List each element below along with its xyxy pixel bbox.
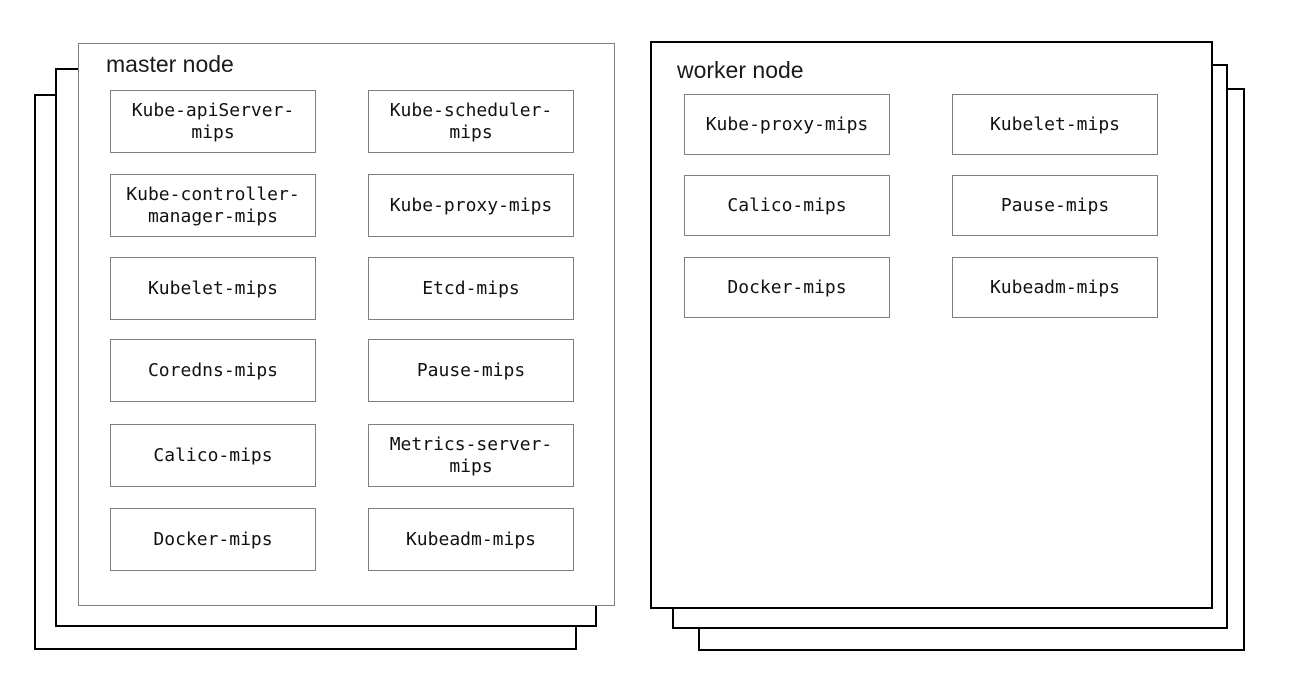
component-kube-proxy-mips: Kube-proxy-mips bbox=[368, 174, 574, 237]
component-calico-mips: Calico-mips bbox=[110, 424, 316, 487]
component-kube-controller-manager-mips: Kube-controller- manager-mips bbox=[110, 174, 316, 237]
component-kube-apiserver-mips: Kube-apiServer- mips bbox=[110, 90, 316, 153]
component-pause-mips: Pause-mips bbox=[952, 175, 1158, 236]
component-kubelet-mips: Kubelet-mips bbox=[110, 257, 316, 320]
component-kubelet-mips: Kubelet-mips bbox=[952, 94, 1158, 155]
worker-node-title: worker node bbox=[677, 57, 804, 83]
master-node-title: master node bbox=[106, 51, 234, 77]
master-node-panel: master node Kube-apiServer- mips Kube-sc… bbox=[78, 43, 615, 606]
worker-node-panel: worker node Kube-proxy-mips Kubelet-mips… bbox=[650, 41, 1213, 609]
component-calico-mips: Calico-mips bbox=[684, 175, 890, 236]
component-docker-mips: Docker-mips bbox=[684, 257, 890, 318]
component-kube-proxy-mips: Kube-proxy-mips bbox=[684, 94, 890, 155]
component-etcd-mips: Etcd-mips bbox=[368, 257, 574, 320]
component-metrics-server-mips: Metrics-server- mips bbox=[368, 424, 574, 487]
component-kubeadm-mips: Kubeadm-mips bbox=[368, 508, 574, 571]
component-pause-mips: Pause-mips bbox=[368, 339, 574, 402]
component-kube-scheduler-mips: Kube-scheduler- mips bbox=[368, 90, 574, 153]
component-coredns-mips: Coredns-mips bbox=[110, 339, 316, 402]
component-docker-mips: Docker-mips bbox=[110, 508, 316, 571]
component-kubeadm-mips: Kubeadm-mips bbox=[952, 257, 1158, 318]
